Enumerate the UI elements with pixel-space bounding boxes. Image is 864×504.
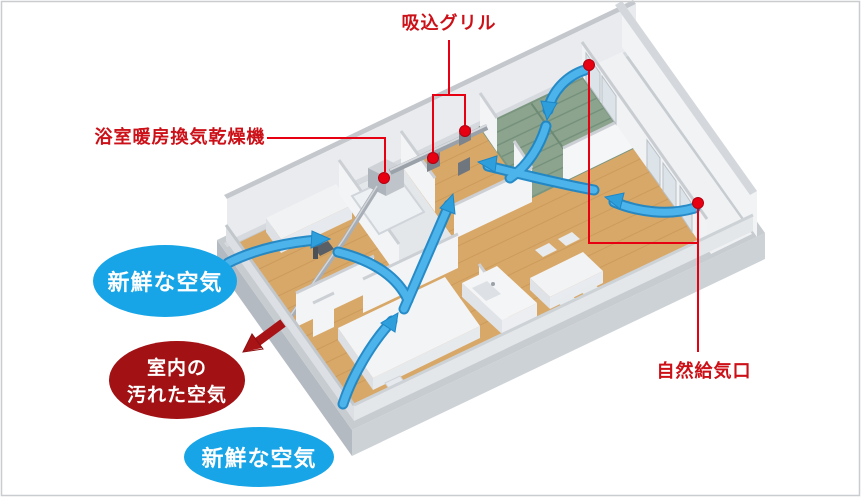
bath-unit-dot (378, 172, 390, 184)
dirty-air-text-line1: 室内の (146, 358, 207, 379)
label-suction-grill: 吸込グリル (401, 13, 497, 33)
arrowhead (380, 312, 399, 333)
outer-wall-low (224, 213, 754, 421)
chair (535, 243, 557, 257)
arrowhead (476, 155, 498, 173)
grill-fitting (458, 157, 470, 176)
interior-wall (312, 232, 459, 337)
fresh-air-text: 新鮮な空気 (201, 446, 317, 471)
vent-dots (378, 59, 704, 209)
arrowhead (439, 192, 456, 215)
chair (579, 283, 601, 297)
arrowhead (310, 230, 332, 249)
natural-inlet-dot (583, 59, 595, 71)
chair (558, 232, 580, 246)
arrowhead (540, 100, 558, 122)
chair (313, 241, 334, 259)
fresh-air-bubble-top: 新鮮な空気 (93, 245, 237, 317)
dining-table (530, 252, 603, 297)
suction-grill-dot (427, 152, 439, 164)
exhaust-arrow (242, 319, 286, 353)
dirty-air-text-line2: 汚れた空気 (126, 385, 227, 406)
kitchen-island (462, 266, 537, 334)
leader-lines (267, 40, 699, 352)
suction-grill-dot (459, 125, 471, 137)
dirty-air-bubble: 室内の 汚れた空気 (109, 341, 245, 419)
fresh-air-bubble-bottom: 新鮮な空気 (184, 427, 334, 487)
arrowhead (603, 192, 625, 210)
label-natural-inlet: 自然給気口 (656, 361, 752, 381)
faucet (491, 282, 495, 286)
chair (556, 294, 578, 308)
kitchen-sink (472, 281, 501, 301)
airflow-arrows (222, 64, 701, 410)
window-wall (580, 41, 709, 253)
natural-inlet-dot (692, 197, 704, 209)
label-bath-unit: 浴室暖房換気乾燥機 (94, 127, 266, 147)
fresh-air-text: 新鮮な空気 (107, 270, 223, 295)
dining-set (530, 232, 603, 309)
